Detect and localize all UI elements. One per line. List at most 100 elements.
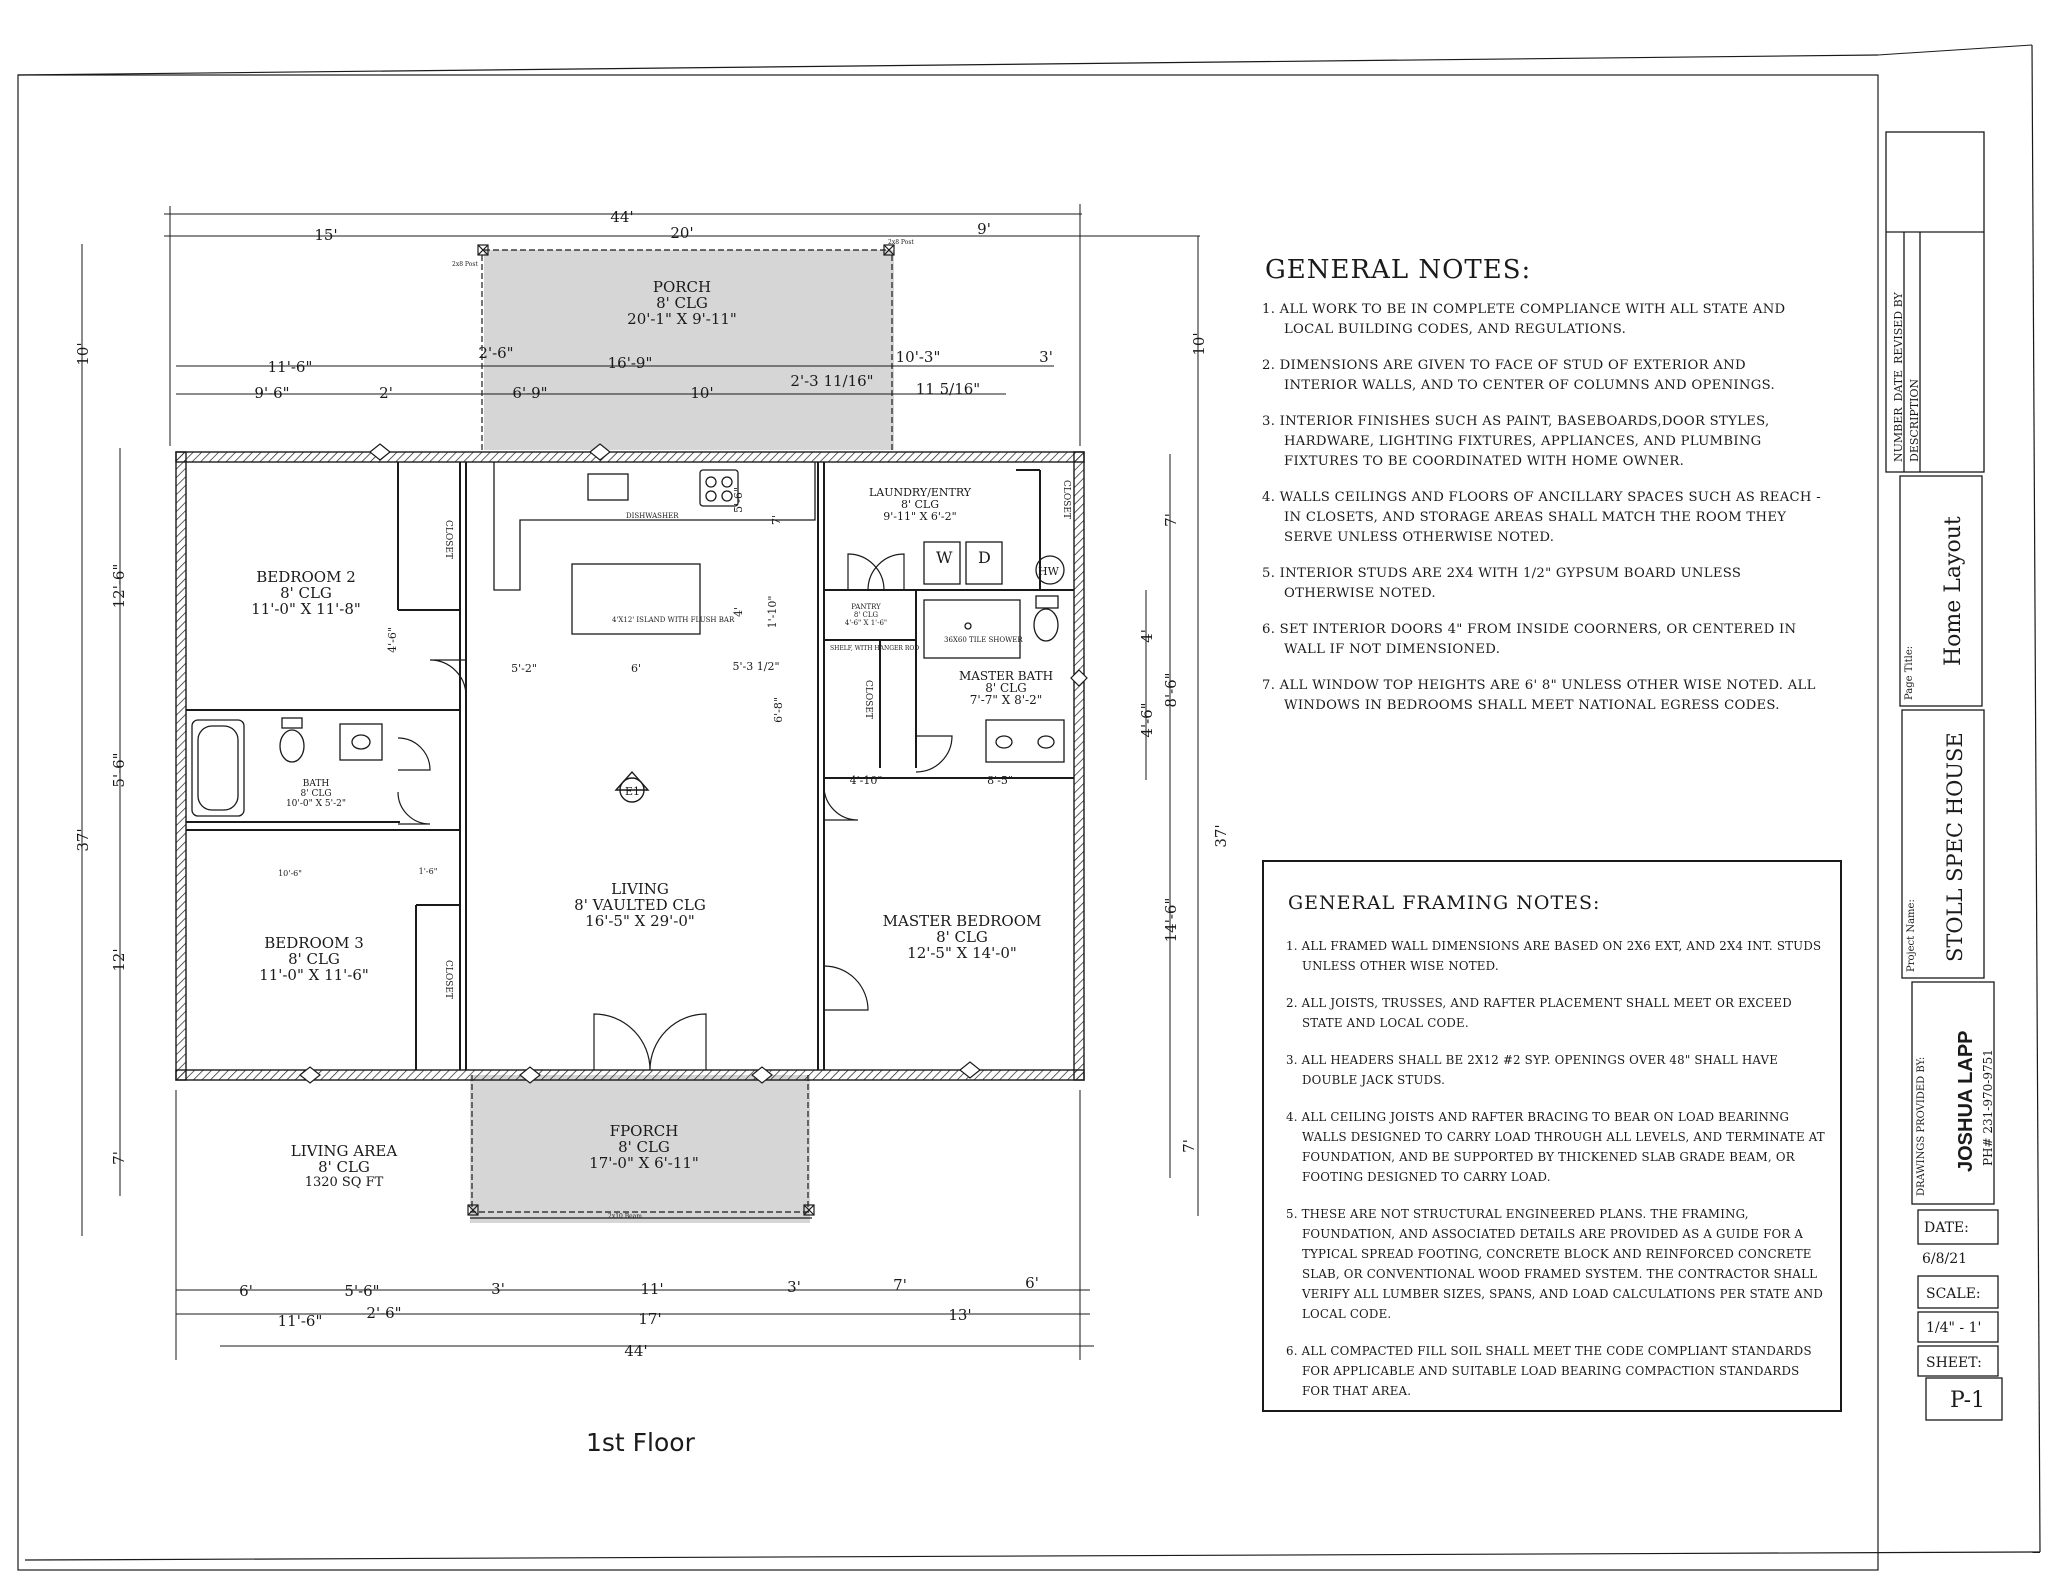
dim-left-c: 5'-6" (110, 752, 128, 787)
dim-top-porch: 20' (670, 224, 693, 242)
floor-label: 1st Floor (586, 1428, 695, 1457)
master-bath-name: MASTER BATH (959, 669, 1053, 683)
dim-top-left: 15' (314, 226, 337, 244)
dim-left-a: 10' (74, 342, 92, 365)
dim-row3-b: 2' (379, 384, 393, 402)
dim-row2-b: 2'-6" (478, 344, 513, 362)
dim-int-j: 1'-10" (766, 596, 779, 629)
dim-int-d: 4'-10" (850, 774, 883, 787)
porch-area (484, 250, 894, 450)
kitchen (493, 462, 816, 635)
general-note: 1. ALL WORK TO BE IN COMPLETE COMPLIANCE… (1262, 302, 1786, 337)
range-burner (705, 490, 717, 502)
elevation-tag (614, 770, 650, 803)
fporch-size: 17'-0" X 6'-11" (589, 1154, 699, 1172)
dimension-lines (81, 204, 1200, 1360)
closet-label: CLOSET (443, 960, 453, 999)
dim-right-g: 7' (1180, 1139, 1198, 1153)
date-value: 6/8/21 (1922, 1251, 1967, 1267)
general-note: 6. SET INTERIOR DOORS 4" FROM INSIDE COO… (1262, 622, 1797, 657)
revision-headers: NUMBERDATEREVISED BY (1892, 292, 1905, 462)
dim-bot-overall: 44' (624, 1342, 647, 1360)
master-bedroom-size: 12'-5" X 14'-0" (907, 944, 1017, 962)
dim-row3-c: 6'-9" (512, 384, 547, 402)
laundry-clg: 8' CLG (901, 498, 939, 511)
dim-right-overall: 37' (1212, 824, 1230, 847)
framing-notes-list: 1. ALL FRAMED WALL DIMENSIONS ARE BASED … (1286, 936, 1826, 1418)
dim-row2-a: 11'-6" (268, 358, 313, 376)
dim-right-b: 7' (1162, 513, 1180, 527)
framing-note: 1. ALL FRAMED WALL DIMENSIONS ARE BASED … (1286, 939, 1822, 973)
dim-row3-f: 11 5/16" (916, 380, 980, 398)
sheet-value: P-1 (1950, 1388, 1985, 1413)
closet-label: CLOSET (1061, 480, 1071, 519)
pantry-name: PANTRY (851, 603, 881, 611)
laundry-size: 9'-11" X 6'-2" (883, 510, 956, 523)
dim-bot-f: 7' (893, 1276, 907, 1294)
dim-bot-c: 3' (491, 1280, 505, 1298)
dim-bot-e: 3' (787, 1278, 801, 1296)
title-block (1885, 131, 2003, 1421)
dimension-text-vertical: 10' 12'-6" 5'-6" 37' 12' 7' 10' 7' 4' 8'… (74, 332, 1230, 1164)
sheet-label: SHEET: (1926, 1355, 1982, 1371)
fporch-clg: 8' CLG (618, 1138, 670, 1156)
post-label: 2x8 Post (452, 261, 478, 268)
dim-right-a: 10' (1190, 332, 1208, 355)
shelf-label: SHELF, WITH HANGER ROD (830, 645, 919, 652)
page-title: Home Layout (1941, 516, 1966, 666)
fporch-name: FPORCH (610, 1122, 679, 1140)
living-size: 16'-5" X 29'-0" (585, 912, 695, 930)
title-block-text: NUMBERDATEREVISED BY DESCRIPTION Page Ti… (1892, 292, 1995, 1413)
dim-int-k: 6'-8" (772, 697, 785, 723)
dim-int-a: 5'-2" (511, 662, 537, 675)
island-label: 4'X12' ISLAND WITH FLUSH BAR (612, 616, 735, 624)
dishwasher-label: DISHWASHER (626, 512, 679, 520)
dim-bot-j: 17' (638, 1310, 661, 1328)
range-burner (721, 490, 733, 502)
master-bedroom-clg: 8' CLG (936, 928, 988, 946)
framing-note: 3. ALL HEADERS SHALL BE 2X12 #2 SYP. OPE… (1286, 1053, 1779, 1087)
dim-int-e: 8'-5" (987, 774, 1013, 787)
framing-notes-title: GENERAL FRAMING NOTES: (1288, 892, 1601, 914)
fixtures (191, 541, 1065, 817)
project-name: STOLL SPEC HOUSE (1943, 732, 1967, 962)
dim-left-overall: 37' (74, 828, 92, 851)
post-label: 2x8 Post (888, 239, 914, 246)
living-name: LIVING (611, 880, 669, 898)
window-tags (299, 443, 1088, 1084)
dim-int-l: 5'-6" (732, 487, 745, 513)
phone: PH# 231-970-9751 (1981, 1049, 1995, 1166)
dim-right-c: 4' (1138, 629, 1156, 643)
pantry-size: 4'-6" X 1'-6" (845, 619, 887, 627)
beam-label: 2x10 Beam (608, 1213, 642, 1220)
dim-right-e: 4'-6" (1138, 702, 1156, 737)
dim-row2-c: 16'-9" (608, 354, 653, 372)
dim-bot-g: 6' (1025, 1274, 1039, 1292)
general-note: 2. DIMENSIONS ARE GIVEN TO FACE OF STUD … (1262, 358, 1775, 393)
exterior-walls (175, 451, 1085, 1081)
pantry-clg: 8' CLG (854, 611, 879, 619)
dimension-text: 44' 20' 15' 9' 11'-6" 2'-6" 16'-9" 10'-3… (239, 208, 1053, 1360)
master-bath-size: 7'-7" X 8'-2" (970, 693, 1042, 707)
doors (397, 553, 953, 1071)
porch-clg: 8' CLG (656, 294, 708, 312)
dim-right-f: 14'-6" (1162, 898, 1180, 943)
dim-left-b: 12'-6" (110, 564, 128, 609)
dim-top-overall: 44' (610, 208, 633, 226)
bedroom2-clg: 8' CLG (280, 584, 332, 602)
dim-bot-b: 5'-6" (344, 1282, 379, 1300)
water-heater-label: HW (1038, 565, 1060, 578)
sheet-border (17, 44, 2041, 1571)
scale-label: SCALE: (1926, 1286, 1981, 1302)
porch-size: 20'-1" X 9'-11" (627, 310, 737, 328)
general-notes-title: GENERAL NOTES: (1265, 255, 1532, 285)
bedroom2-name: BEDROOM 2 (256, 568, 356, 586)
dimension-text-interior: 5'-2" 6' 5'-3 1/2" 4'-10" 8'-5" 10'-6" 1… (278, 487, 1013, 878)
dim-int-b: 6' (631, 662, 641, 675)
master-bath-clg: 8' CLG (985, 681, 1026, 695)
dim-left-e: 7' (110, 1151, 128, 1165)
dim-row3-a: 9'-6" (254, 384, 289, 402)
bedroom3-name: BEDROOM 3 (264, 934, 364, 952)
bath-size: 10'-0" X 5'-2" (286, 799, 346, 809)
